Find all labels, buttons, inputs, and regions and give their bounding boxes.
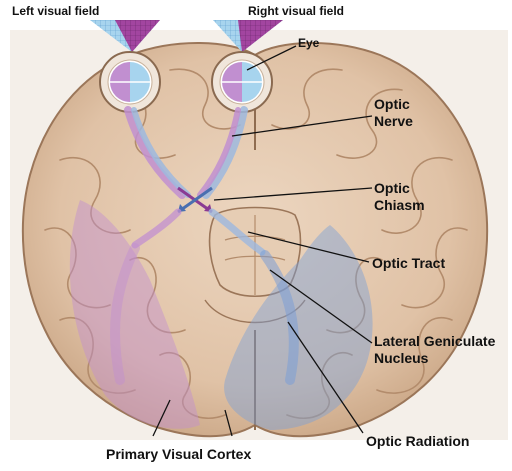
primary-visual-cortex-label: Primary Visual Cortex (106, 446, 251, 463)
optic-nerve-label: Optic Nerve (374, 96, 413, 130)
left-eye (100, 52, 160, 112)
eye-label: Eye (298, 36, 319, 50)
optic-chiasm-label: Optic Chiasm (374, 180, 425, 214)
optic-tract-label: Optic Tract (372, 255, 445, 272)
optic-radiation-label: Optic Radiation (366, 433, 469, 450)
right-visual-field-label: Right visual field (248, 4, 344, 18)
lateral-geniculate-nucleus-label: Lateral Geniculate Nucleus (374, 333, 495, 367)
right-eye (212, 52, 272, 112)
left-visual-field-label: Left visual field (12, 4, 99, 18)
